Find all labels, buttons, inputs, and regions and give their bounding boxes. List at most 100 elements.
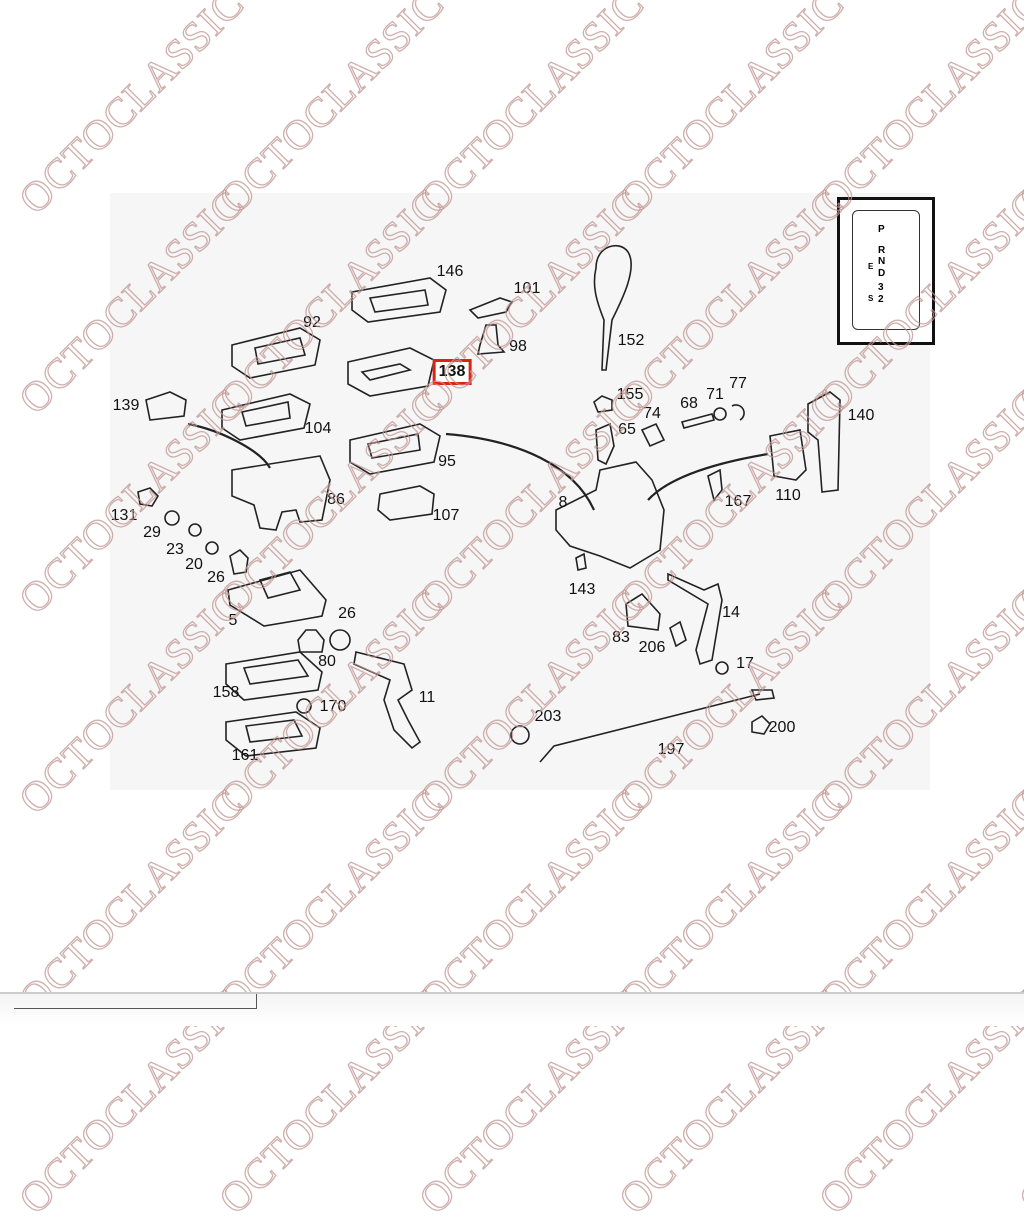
part-65 [595, 422, 615, 466]
part-label[interactable]: 14 [722, 604, 740, 621]
parts-diagram [110, 193, 930, 790]
part-80 [297, 629, 325, 653]
part-label[interactable]: 26 [207, 569, 225, 586]
part-8 [555, 461, 665, 569]
part-146 [351, 277, 447, 323]
part-71 [713, 407, 727, 421]
part-83 [625, 592, 661, 631]
gear-position-label: 3 [878, 282, 884, 293]
part-139 [145, 391, 187, 421]
part-20 [205, 541, 219, 555]
part-98 [476, 324, 506, 355]
part-200 [751, 714, 772, 735]
part-label[interactable]: 71 [706, 386, 724, 403]
mode-label: E [868, 262, 874, 271]
bottom-bar [0, 992, 1024, 1026]
part-label[interactable]: 26 [338, 605, 356, 622]
part-29 [164, 510, 180, 526]
part-label[interactable]: 65 [618, 421, 636, 438]
part-26b [329, 629, 351, 651]
part-label[interactable]: 74 [643, 405, 661, 422]
part-label[interactable]: 155 [616, 386, 644, 403]
part-label[interactable]: 11 [418, 689, 436, 706]
part-label[interactable]: 161 [231, 747, 259, 764]
part-197-end [750, 689, 775, 701]
part-206 [669, 620, 687, 648]
part-152 [593, 244, 632, 371]
arrow-110-to-8 [647, 452, 769, 501]
part-label[interactable]: 170 [319, 698, 347, 715]
parts-drawings [137, 244, 841, 763]
part-74 [640, 422, 666, 448]
part-label[interactable]: 5 [228, 612, 238, 629]
part-label[interactable]: 139 [112, 397, 140, 414]
part-label[interactable]: 8 [558, 494, 568, 511]
part-197 [539, 693, 761, 763]
part-label[interactable]: 80 [318, 653, 336, 670]
arrow-95-to-8 [445, 432, 596, 511]
part-104 [221, 393, 311, 441]
part-77 [731, 404, 745, 421]
part-label[interactable]: 29 [143, 524, 161, 541]
part-14 [667, 572, 723, 666]
part-11 [353, 651, 422, 750]
part-label[interactable]: 197 [657, 741, 685, 758]
bottom-tab[interactable] [14, 994, 257, 1009]
part-label[interactable]: 131 [110, 507, 138, 524]
part-label[interactable]: 158 [212, 684, 240, 701]
part-92 [231, 327, 321, 379]
part-label[interactable]: 110 [775, 487, 801, 504]
part-label[interactable]: 95 [438, 453, 456, 470]
part-label[interactable]: 77 [729, 375, 747, 392]
part-label[interactable]: 107 [432, 507, 460, 524]
part-26a [229, 548, 249, 575]
part-158 [225, 651, 323, 701]
part-110 [769, 429, 807, 481]
part-label[interactable]: 98 [509, 338, 527, 355]
part-label[interactable]: 23 [166, 541, 184, 558]
part-131 [137, 487, 160, 507]
gear-position-label: P [878, 224, 885, 235]
part-143 [575, 552, 587, 571]
part-label[interactable]: 140 [847, 407, 875, 424]
part-138 [347, 347, 435, 397]
part-203 [510, 725, 530, 745]
part-5 [227, 569, 327, 627]
part-label[interactable]: 92 [303, 314, 321, 331]
part-167 [707, 468, 723, 502]
arrow-139-to-86 [187, 422, 271, 469]
part-label[interactable]: 104 [304, 420, 332, 437]
part-86 [231, 455, 331, 531]
part-label[interactable]: 203 [534, 708, 562, 725]
part-label[interactable]: 206 [638, 639, 666, 656]
part-95 [349, 423, 441, 475]
part-161 [225, 711, 321, 757]
part-label[interactable]: 68 [680, 395, 698, 412]
gear-position-label: D [878, 268, 886, 279]
part-155 [593, 395, 613, 413]
part-label[interactable]: 143 [568, 581, 596, 598]
part-label[interactable]: 17 [736, 655, 754, 672]
part-label[interactable]: 146 [436, 263, 464, 280]
part-107 [377, 485, 435, 521]
part-label-highlighted[interactable]: 138 [432, 359, 472, 385]
gear-position-label: 2 [878, 294, 884, 305]
part-68 [680, 413, 716, 429]
part-17 [715, 661, 729, 675]
part-label[interactable]: 20 [185, 556, 203, 573]
gear-position-label: R [878, 245, 886, 256]
part-label[interactable]: 83 [612, 629, 630, 646]
part-label[interactable]: 200 [768, 719, 796, 736]
part-label[interactable]: 152 [617, 332, 645, 349]
mode-label: S [868, 294, 874, 303]
part-170 [296, 698, 312, 714]
part-140 [807, 391, 841, 493]
shift-gate-plate [852, 210, 920, 330]
part-label[interactable]: 167 [724, 493, 752, 510]
part-101 [468, 297, 514, 319]
part-23 [188, 523, 202, 537]
part-label[interactable]: 86 [327, 491, 345, 508]
part-label[interactable]: 101 [513, 280, 541, 297]
gear-position-label: N [878, 256, 886, 267]
